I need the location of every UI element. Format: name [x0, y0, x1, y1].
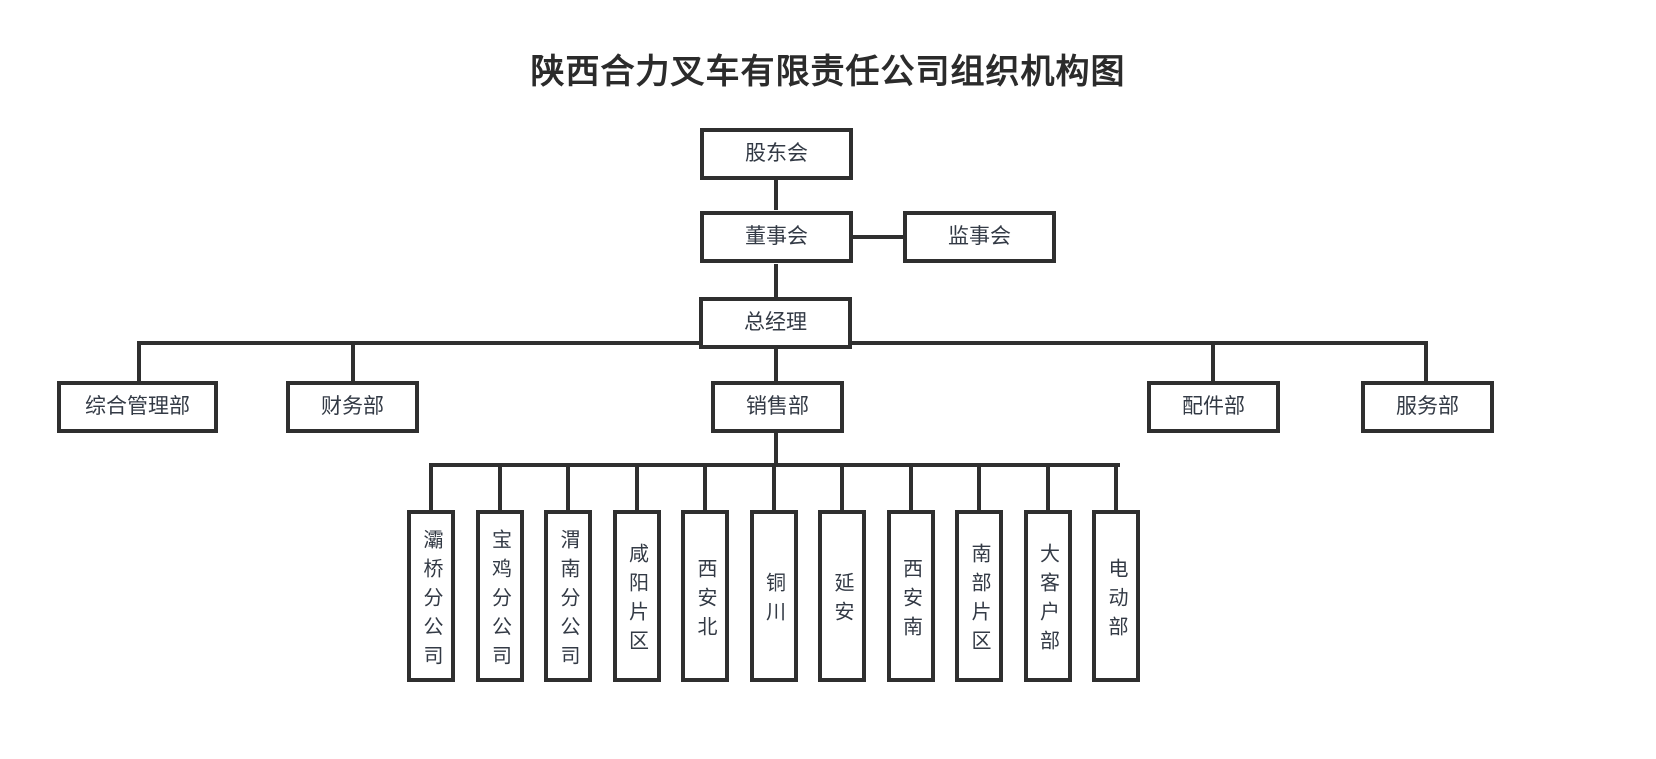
connector-sales-to-subunit-6 [771, 463, 776, 510]
connector-gm-bus-right [850, 341, 1428, 345]
connector-board-to-gm [774, 264, 778, 298]
node-sales-subunit[interactable]: 大客户部 [1023, 510, 1072, 682]
connector-sales-to-subunit-3 [566, 463, 570, 510]
node-label: 灞桥分公司 [420, 528, 442, 674]
connector-sales-to-subunit-1 [429, 463, 433, 510]
connector-sales-to-subunit-11 [1114, 463, 1118, 510]
node-sales-subunit[interactable]: 渭南分公司 [544, 510, 592, 682]
connector-sales-to-subunit-5 [703, 463, 707, 510]
connector-sales-to-subunit-2 [497, 463, 502, 510]
node-sales-subunit[interactable]: 西安北 [681, 510, 729, 682]
node-sales-subunit[interactable]: 咸阳片区 [612, 510, 661, 682]
node-label: 铜川 [762, 572, 785, 630]
connector-gm-bus-left [137, 341, 700, 345]
connector-gm-to-parts [1211, 341, 1215, 382]
node-shareholders-meeting[interactable]: 股东会 [700, 128, 853, 180]
node-dept-finance[interactable]: 财务部 [286, 381, 419, 433]
connector-sales-to-subunit-4 [634, 463, 639, 510]
node-label: 服务部 [1396, 394, 1459, 419]
connector-sales-to-subunit-7 [840, 463, 844, 510]
node-label: 宝鸡分公司 [488, 528, 511, 674]
node-sales-subunit[interactable]: 电动部 [1092, 510, 1140, 682]
node-board-of-supervisors[interactable]: 监事会 [903, 211, 1056, 263]
node-dept-general-admin[interactable]: 综合管理部 [57, 381, 218, 433]
node-sales-subunit[interactable]: 灞桥分公司 [407, 510, 455, 682]
node-label: 财务部 [321, 394, 384, 419]
node-label: 董事会 [745, 224, 808, 249]
connector-gm-to-service [1424, 341, 1428, 382]
node-sales-subunit[interactable]: 铜川 [749, 510, 798, 682]
node-label: 销售部 [746, 394, 809, 419]
node-sales-subunit[interactable]: 西安南 [886, 510, 935, 682]
node-label: 总经理 [744, 310, 807, 335]
node-sales-subunit[interactable]: 宝鸡分公司 [475, 510, 524, 682]
connector-sales-to-subunit-9 [977, 463, 981, 510]
node-dept-sales[interactable]: 销售部 [711, 381, 844, 433]
node-label: 南部片区 [968, 543, 990, 659]
connector-shareholders-to-board [774, 178, 778, 210]
node-label: 综合管理部 [85, 394, 190, 419]
connector-sales-to-bus [774, 429, 778, 464]
node-sales-subunit[interactable]: 南部片区 [955, 510, 1003, 682]
node-label: 电动部 [1105, 557, 1127, 645]
node-board-of-directors[interactable]: 董事会 [700, 211, 853, 263]
connector-gm-to-sales [774, 345, 778, 382]
connector-sales-to-subunit-8 [908, 463, 913, 510]
node-label: 监事会 [948, 224, 1011, 249]
connector-gm-to-finance [351, 341, 355, 382]
node-label: 咸阳片区 [625, 543, 648, 659]
connector-gm-to-general-admin [137, 341, 141, 382]
node-label: 西安北 [694, 557, 716, 645]
connector-sales-to-subunit-10 [1045, 463, 1050, 510]
node-label: 延安 [831, 572, 853, 630]
node-label: 西安南 [899, 557, 922, 645]
connector-board-to-supervisors [852, 235, 906, 239]
page-title: 陕西合力叉车有限责任公司组织机构图 [530, 53, 1126, 91]
node-dept-parts[interactable]: 配件部 [1147, 381, 1280, 433]
node-label: 渭南分公司 [557, 528, 579, 674]
node-label: 大客户部 [1036, 543, 1059, 659]
node-sales-subunit[interactable]: 延安 [818, 510, 866, 682]
node-dept-service[interactable]: 服务部 [1361, 381, 1494, 433]
node-general-manager[interactable]: 总经理 [699, 297, 852, 349]
node-label: 股东会 [745, 141, 808, 166]
node-label: 配件部 [1182, 394, 1245, 419]
